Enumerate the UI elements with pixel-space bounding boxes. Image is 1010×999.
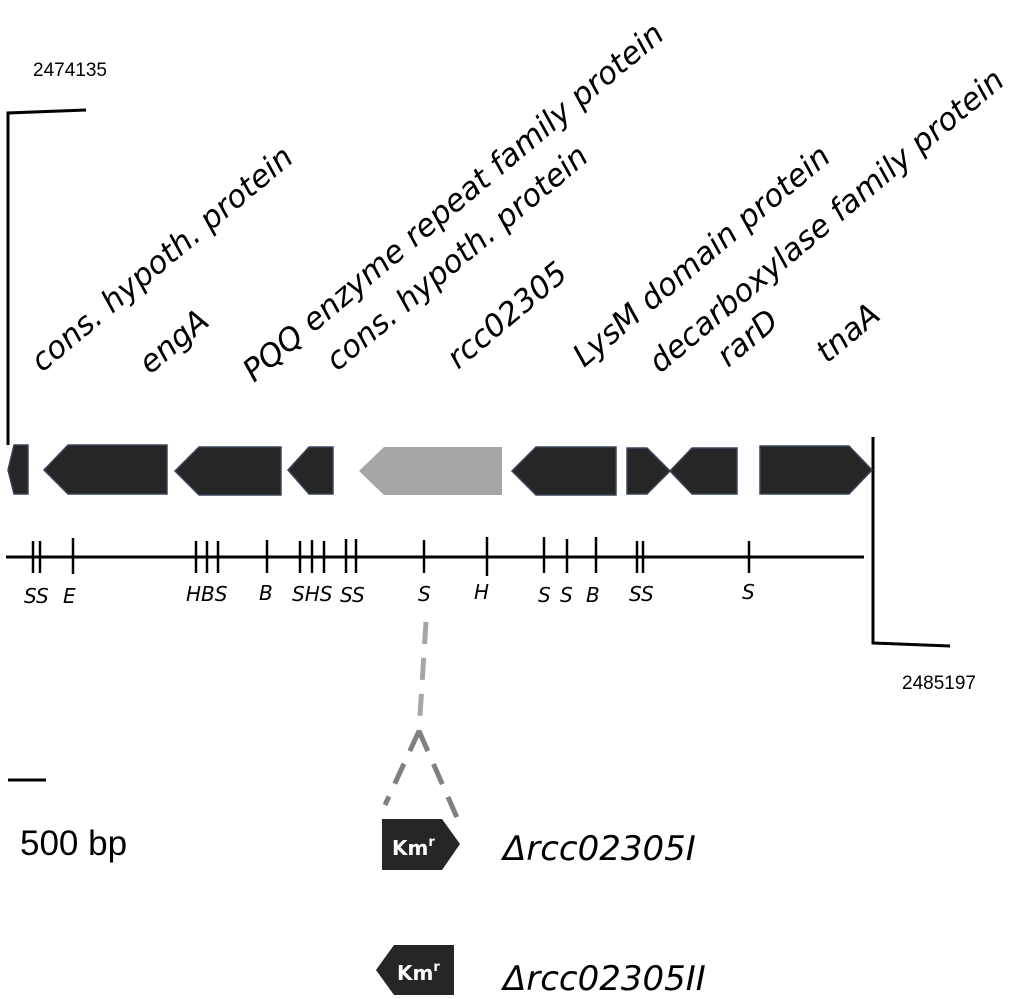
km-cassette-reverse: Kmr <box>376 945 454 995</box>
insertion-line-right <box>416 729 465 831</box>
restriction-site-ticks <box>31 537 751 576</box>
site-label: B <box>259 581 273 605</box>
start-bracket <box>6 108 87 445</box>
site-label: E <box>63 584 76 608</box>
site-label: S <box>742 580 755 604</box>
restriction-site-labels: SS E HBS B SHS SS S H S S B SS S <box>24 580 755 608</box>
gene-arrow-pqq-enzyme <box>173 446 282 496</box>
insertion-line-upper <box>416 621 429 732</box>
insertion-line-left <box>382 729 422 807</box>
gene-arrow-tnaA <box>759 445 874 495</box>
site-label: SS <box>629 582 654 606</box>
site-label: S <box>418 582 431 606</box>
gene-arrow-rcc02305 <box>359 447 502 495</box>
gene-labels: cons. hypoth. protein engA PQQ enzyme re… <box>24 16 1010 389</box>
end-coordinate: 2485197 <box>902 673 976 694</box>
km-cassette-arrow <box>382 819 460 870</box>
site-label: SHS <box>292 582 333 606</box>
gene-arrow-rarD <box>668 447 738 495</box>
insertion-lines <box>382 621 465 831</box>
gene-label: tnaA <box>809 296 887 370</box>
gene-arrow-cons-hypoth-protein-1 <box>7 444 29 495</box>
site-label: S <box>538 583 551 607</box>
scale-bar-label: 500 bp <box>20 824 127 863</box>
gene-arrow-lysm-domain <box>510 446 617 496</box>
gene-arrow-decarboxylase <box>626 447 672 495</box>
mutant-label-2: Δrcc02305II <box>500 959 706 999</box>
km-cassette-arrow <box>376 945 454 995</box>
km-cassette-forward: Kmr <box>382 819 460 870</box>
gene-arrow-engA <box>42 444 168 495</box>
start-coordinate: 2474135 <box>33 60 107 81</box>
site-label: SS <box>340 583 365 607</box>
mutant-label-1: Δrcc02305I <box>500 829 696 869</box>
gene-label: engA <box>132 302 216 381</box>
gene-arrows <box>7 444 874 496</box>
km-cassette-label: Kmr <box>397 960 440 985</box>
km-cassette-label: Kmr <box>392 835 435 860</box>
site-label: S <box>560 583 573 607</box>
end-bracket <box>871 437 951 648</box>
site-label: SS <box>24 584 49 608</box>
gene-arrow-cons-hypoth-protein-2 <box>286 446 334 495</box>
site-label: B <box>586 583 600 607</box>
site-label: HBS <box>186 582 228 606</box>
site-label: H <box>474 580 489 604</box>
